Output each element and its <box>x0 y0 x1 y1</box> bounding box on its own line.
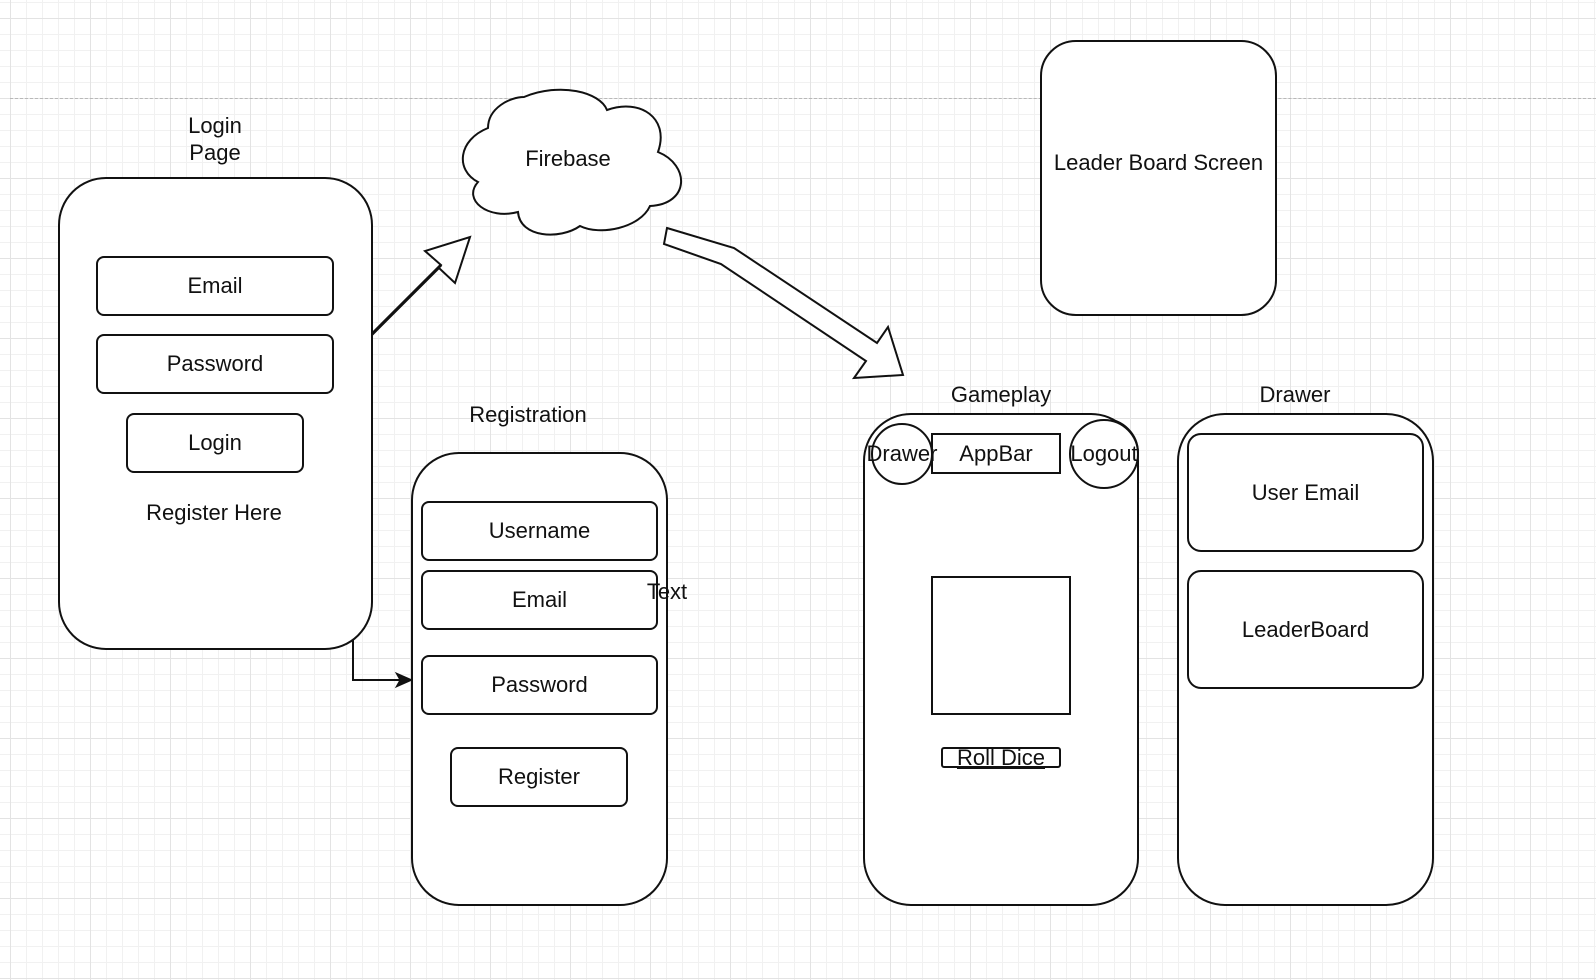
dice-image-placeholder <box>931 576 1071 715</box>
login-email-field[interactable]: Email <box>96 256 334 316</box>
registration-password-field[interactable]: Password <box>421 655 658 715</box>
login-page-title-line1: Login <box>188 113 242 138</box>
leaderboard-screen-frame: Leader Board Screen <box>1040 40 1277 316</box>
appbar-box: AppBar <box>931 433 1061 474</box>
drawer-screen-title: Drawer <box>1259 382 1331 407</box>
logout-button[interactable]: Logout <box>1070 441 1138 466</box>
stray-text-label: Text <box>646 579 688 604</box>
drawer-user-email-card[interactable]: User Email <box>1187 433 1424 552</box>
drawer-leaderboard-card[interactable]: LeaderBoard <box>1187 570 1424 689</box>
gameplay-title: Gameplay <box>950 382 1052 407</box>
firebase-label: Firebase <box>525 146 611 171</box>
registration-username-field[interactable]: Username <box>421 501 658 561</box>
drawer-button[interactable]: Drawer <box>866 441 938 466</box>
registration-email-field[interactable]: Email <box>421 570 658 630</box>
leaderboard-screen-label: Leader Board Screen <box>1053 150 1264 175</box>
page-break-line <box>10 98 1596 99</box>
login-password-field[interactable]: Password <box>96 334 334 394</box>
registration-title: Registration <box>469 402 587 427</box>
login-page-title-line2: Page <box>189 140 241 165</box>
login-page-title: Login Page <box>160 112 270 166</box>
register-here-link[interactable]: Register Here <box>134 498 294 528</box>
register-button[interactable]: Register <box>450 747 628 807</box>
login-button[interactable]: Login <box>126 413 304 473</box>
roll-dice-button[interactable]: Roll Dice <box>941 745 1061 770</box>
